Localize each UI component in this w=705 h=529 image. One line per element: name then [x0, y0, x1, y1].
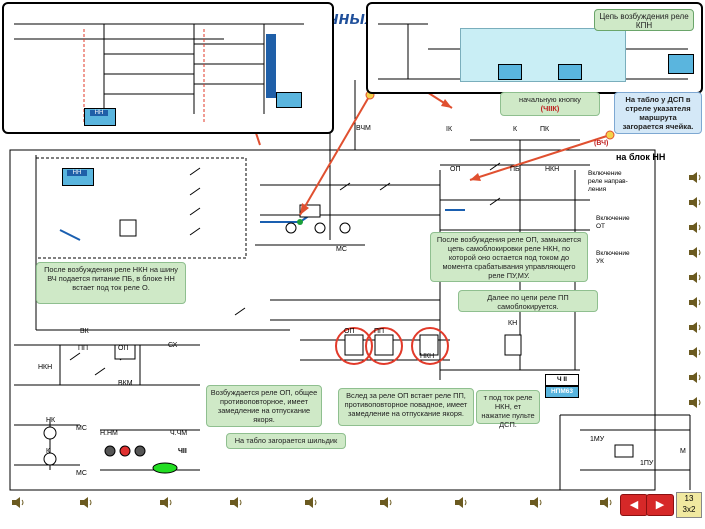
label-nnm: Н.НМ — [100, 430, 118, 437]
speaker-icon[interactable] — [305, 497, 318, 508]
label-nkn-top: НКН — [545, 166, 560, 173]
nav-back-icon: ◀ — [629, 499, 639, 511]
kpn-excitation-box: Цепь возбуждения реле КПН — [594, 9, 694, 31]
callout-pp-after-op: Вслед за реле ОП встает реле ПП, противо… — [338, 388, 474, 426]
speaker-icon[interactable] — [689, 297, 702, 308]
speaker-icon[interactable] — [689, 322, 702, 333]
label-ms-3: МС — [336, 246, 347, 253]
callout-under-current: т под ток реле НКН, ет нажатие пульте ДС… — [476, 390, 540, 429]
label-chm: Ч.ЧМ — [170, 430, 188, 437]
label-nk: НК — [46, 417, 56, 424]
speaker-icon[interactable] — [530, 497, 543, 508]
nav-back-button[interactable]: ◀ — [620, 494, 648, 516]
speaker-icon[interactable] — [380, 497, 393, 508]
label-1mu: 1МУ — [590, 436, 605, 443]
callout-shildik: На табло загорается шильдик — [226, 433, 346, 449]
inset-center-highlight — [460, 28, 626, 82]
speaker-icon[interactable] — [160, 497, 173, 508]
speaker-icon[interactable] — [455, 497, 468, 508]
label-sx: СХ — [168, 342, 178, 349]
label-op-top: ОП — [450, 166, 461, 173]
label-nkn-circle: НКН — [420, 353, 435, 360]
kpn-relay — [668, 54, 694, 74]
page-sub: 3x2 — [682, 505, 696, 514]
label-1pu: 1ПУ — [640, 460, 654, 467]
label-ik: IК — [446, 126, 453, 133]
speaker-icon[interactable] — [689, 197, 702, 208]
label-k: К — [513, 126, 518, 133]
label-vchm: ВЧМ — [356, 125, 371, 132]
label-vk: ВК — [80, 328, 89, 335]
label-vkm: ВКМ — [118, 380, 133, 387]
label-chii: ЧII — [178, 448, 187, 455]
signal-lamps — [104, 445, 178, 474]
ch2-block: Ч II — [545, 374, 579, 386]
callout-op-excite-left: Возбуждается реле ОП, общее противоповто… — [206, 385, 322, 427]
label-pk: ПК — [540, 126, 550, 133]
label-m: М — [680, 448, 686, 455]
label-kn: КН — [508, 320, 518, 327]
callout-op-excited: После возбуждения реле ОП, замыкается це… — [430, 232, 588, 282]
speaker-icon[interactable] — [689, 347, 702, 358]
npm63-block: НПМ63 — [545, 386, 579, 398]
right-label-direction: Включение реле направ-ления — [588, 170, 628, 193]
nav-next-button[interactable]: ▶ — [646, 494, 674, 516]
highlight-circles — [335, 327, 449, 365]
na-blok-label: на блок НН — [616, 152, 666, 162]
nn-block-tag: НН — [67, 170, 87, 176]
speaker-icon[interactable] — [689, 247, 702, 258]
speaker-icon[interactable] — [12, 497, 25, 508]
right-label-uk: Включение УК — [596, 250, 630, 265]
label-ms-1: МС — [76, 425, 87, 432]
callout-nkn-vch: После возбуждения реле НКН на шину ВЧ по… — [36, 262, 186, 304]
inset-left-wires — [14, 23, 304, 124]
speaker-icon[interactable] — [230, 497, 243, 508]
callout-pp-self: Далее по цепи реле ПП самоблокируется. — [458, 290, 598, 312]
vertical-tag — [266, 34, 276, 98]
label-pp-left: ПП — [78, 345, 89, 352]
label-k-bottom: К — [46, 448, 51, 455]
speaker-icon[interactable] — [689, 397, 702, 408]
pm-relay — [498, 64, 522, 80]
right-label-ot: Включение ОТ — [596, 215, 630, 230]
pressed-button-note: начальную кнопку (ЧIIК) — [500, 92, 600, 116]
speaker-icon[interactable] — [600, 497, 613, 508]
speaker-icon[interactable] — [689, 172, 702, 183]
speaker-icon[interactable] — [80, 497, 93, 508]
page-number: 13 — [684, 494, 694, 503]
speaker-icon[interactable] — [689, 272, 702, 283]
label-ms-2: МС — [76, 470, 87, 477]
inset-right-relay — [276, 92, 302, 108]
speaker-icon[interactable] — [689, 372, 702, 383]
label-nkn-left: НКН — [38, 364, 53, 371]
om-relay — [558, 64, 582, 80]
label-op-circle: ОП — [344, 328, 355, 335]
label-pb: ПБ — [510, 166, 520, 173]
vch-label: (ВЧ) — [594, 140, 609, 147]
inset-left-schematic: НН — [2, 2, 334, 134]
dsp-route-callout: На табло у ДСП в стреле указателя маршру… — [614, 92, 702, 134]
nn-tag: НН — [90, 110, 108, 116]
speaker-icon[interactable] — [689, 222, 702, 233]
nav-next-icon: ▶ — [655, 499, 665, 511]
label-op-left: ОП — [118, 345, 129, 352]
page-number-badge: 13 3x2 — [676, 492, 702, 518]
label-pp-circle: ПП — [374, 328, 385, 335]
